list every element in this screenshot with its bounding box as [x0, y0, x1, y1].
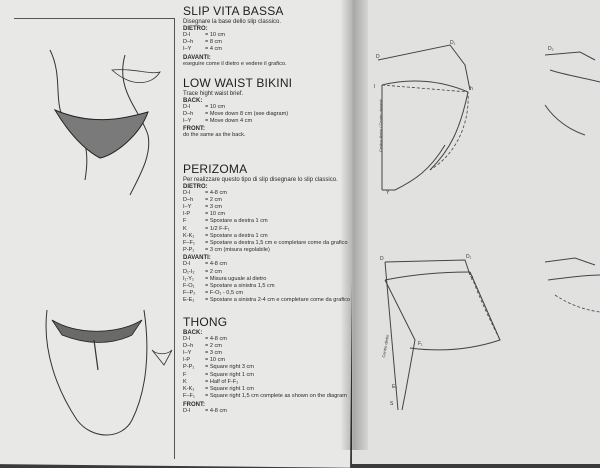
measure-line: D–h= 2 cm: [183, 196, 222, 203]
section-thong: THONG BACK: D-I= 4-8 cm D–h= 2 cm I–Y= 3…: [183, 315, 358, 415]
section-intro: Per realizzare questo tipo di slip diseg…: [183, 176, 338, 183]
section-title: LOW WAIST BIKINI: [183, 75, 293, 90]
measure-line: D–h= 8 cm: [183, 39, 222, 46]
diagram-axis-label: Centro dietro / Centro davanti: [378, 99, 383, 152]
section-intro: Trace hight waist brief.: [183, 90, 244, 97]
diagram-label: D: [380, 256, 384, 262]
measure-line: D-I= 4-8 cm: [183, 407, 227, 414]
measure-line: D₁-I₂= 2 cm: [183, 268, 222, 275]
illustration-frame: [14, 18, 175, 459]
measure-line: I₁-Y₁= Misura uguale al dietro: [183, 275, 267, 282]
section-intro: Disegnare la base dello slip classico.: [183, 19, 282, 25]
measure-line: do the same as the back.: [183, 132, 246, 139]
measure-line: D-I= 10 cm: [183, 103, 226, 110]
diagram-label: D: [376, 54, 380, 60]
measure-line: D–h= Move down 8 cm (see diagram): [183, 111, 289, 118]
measure-line: D-I= 10 cm: [183, 32, 226, 38]
group-label: BACK:: [183, 329, 203, 336]
measure-line: F–F₁= Square right 1,5 cm complete as sh…: [183, 393, 347, 400]
measure-line: P-P₁= 3 cm (misura regolabile): [183, 247, 270, 254]
measure-line: eseguire come il dietro e vedere il graf…: [183, 60, 287, 67]
diagram-label: S: [390, 401, 394, 407]
book-gutter: [340, 0, 368, 450]
measure-line: D-I= 4-8 cm: [183, 335, 227, 342]
measure-line: F= Square right 1 cm: [183, 371, 254, 378]
section-low-waist-bikini: LOW WAIST BIKINI Trace hight waist brief…: [183, 76, 358, 140]
measure-line: P-P₁= Square right 3 cm: [183, 364, 254, 371]
group-label: DIETRO:: [183, 183, 208, 190]
diagram-label: I: [374, 84, 375, 90]
text-column: SLIP VITA BASSA Disegnare la base dello …: [183, 4, 358, 415]
section-title: SLIP VITA BASSA: [183, 4, 284, 18]
group-label: DAVANTI:: [183, 255, 211, 262]
measure-line: F-O₁= Spostare a sinistra 1,5 cm: [183, 283, 275, 290]
measure-line: I-P= 10 cm: [183, 211, 226, 218]
diagram-axis-label: Centro dietro: [381, 333, 390, 357]
group-label: BACK:: [183, 97, 203, 104]
measure-line: I–Y= 3 cm: [183, 204, 222, 211]
pattern-diagram-top: D D₁ I h Y Centro dietro / Centro davant…: [374, 40, 600, 196]
measure-line: K-K₁= Square right 1 cm: [183, 386, 254, 393]
measure-line: K= Half of F-F₁: [183, 378, 239, 385]
section-slip-vita-bassa: SLIP VITA BASSA Disegnare la base dello …: [183, 4, 358, 68]
diagram-label: D₁: [450, 40, 456, 46]
group-label: FRONT:: [183, 126, 205, 133]
diagram-label: E₂: [392, 384, 397, 390]
group-label: FRONT:: [183, 401, 205, 408]
measure-line: F–F₁= Spostare a destra 1,5 cm e complet…: [183, 240, 348, 247]
bikini-figure-illustration: [49, 49, 161, 196]
measure-line: F= Spostare a destra 1 cm: [183, 218, 268, 225]
measure-line: I–Y= 3 cm: [183, 350, 222, 357]
thong-figure-illustration: [45, 309, 173, 436]
measure-line: K= 1/2 F-F₁: [183, 225, 230, 232]
measure-line: F–P₂= F-O₁ - 0,5 cm: [183, 290, 244, 297]
diagram-label: h: [470, 86, 473, 92]
group-label: DAVANTI:: [183, 54, 211, 61]
measure-line: D-I= 4-8 cm: [183, 261, 227, 268]
measure-line: E-E₁= Spostare a sinistra 2-4 cm e compl…: [183, 297, 351, 304]
section-perizoma: PERIZOMA Per realizzare questo tipo di s…: [183, 162, 358, 305]
group-label: DIETRO:: [183, 26, 208, 32]
section-title: PERIZOMA: [183, 161, 248, 176]
diagram-label: Y: [470, 276, 474, 282]
measure-line: I-P= 10 cm: [183, 357, 226, 364]
measure-line: I–Y= Move down 4 cm: [183, 118, 253, 125]
diagram-label: D₂: [548, 46, 554, 52]
section-title: THONG: [183, 314, 228, 329]
diagram-label: D₁: [466, 254, 472, 260]
measure-line: K-K₁= Spostare a destra 1 cm: [183, 232, 268, 239]
right-page: [352, 0, 600, 464]
measure-line: D–h= 2 cm: [183, 342, 222, 349]
pattern-diagram-bottom: D D₁ Y F₁ E₂ S Centro dietro: [380, 254, 600, 411]
diagram-label: F₁: [418, 341, 423, 347]
diagram-label: Y: [386, 190, 390, 196]
measure-line: I–Y= 4 cm: [183, 46, 222, 53]
measure-line: D-I= 4-8 cm: [183, 189, 227, 196]
